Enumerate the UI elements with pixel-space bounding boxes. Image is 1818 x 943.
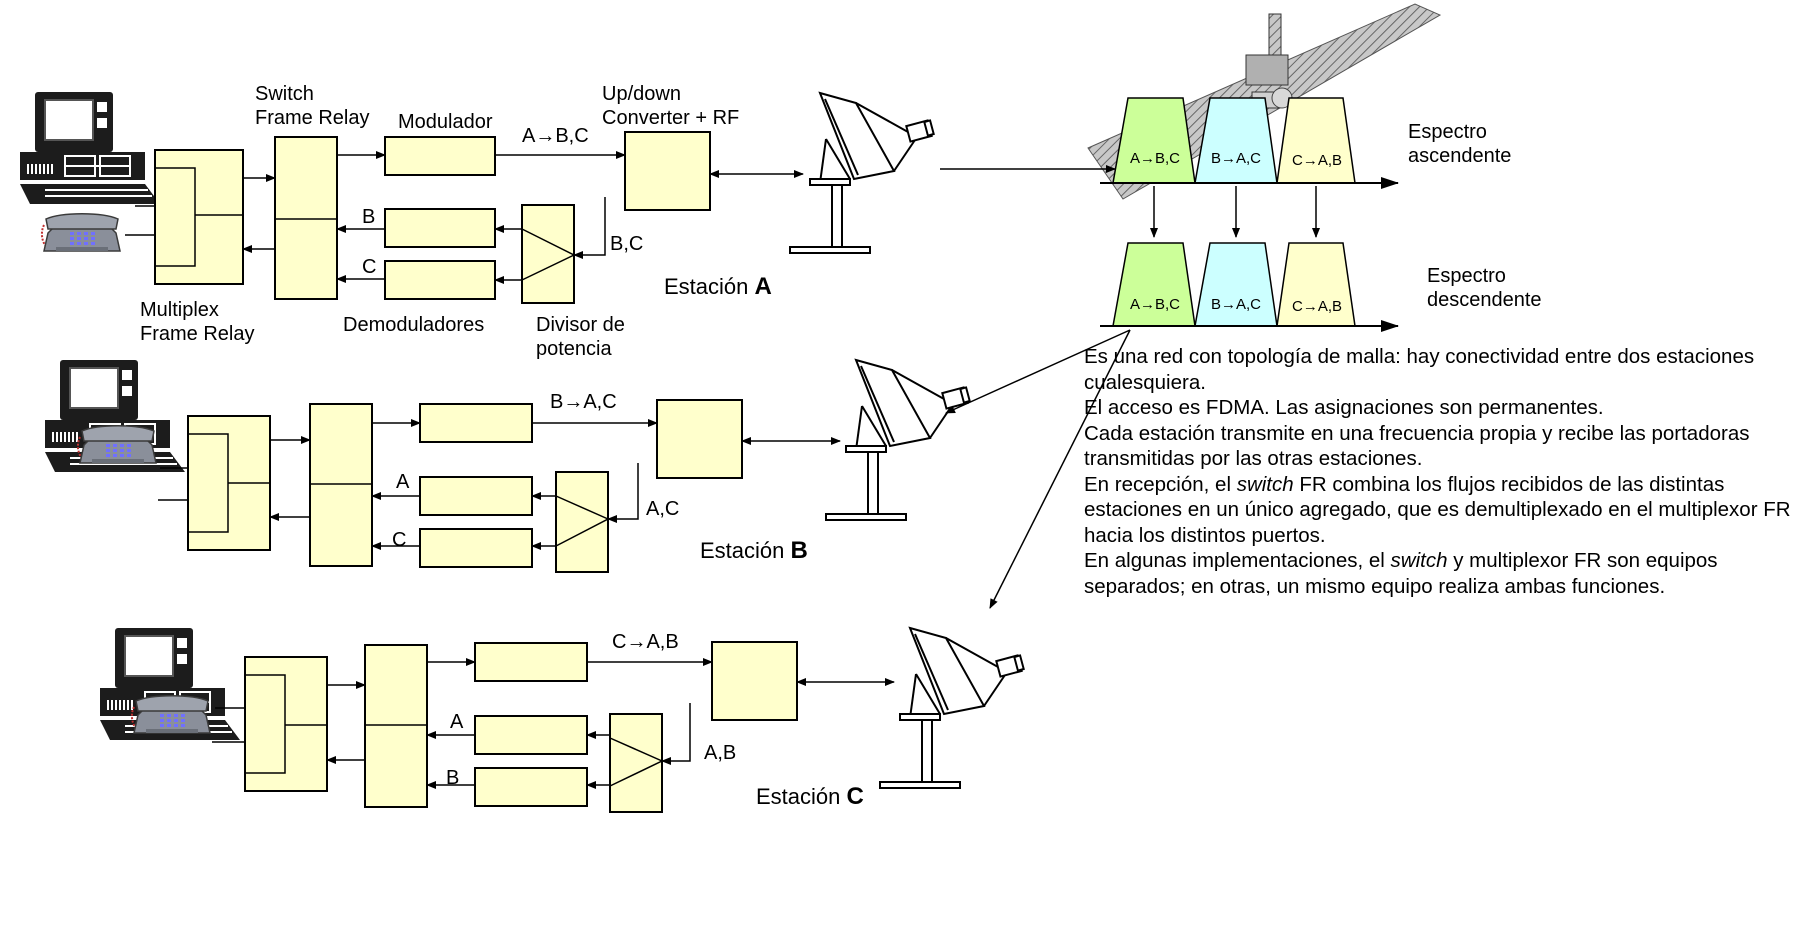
downlink-spectrum: [1100, 242, 1399, 332]
telephone-icon: [130, 694, 211, 734]
modulator-box: [419, 403, 533, 443]
station-c-label: Estación C: [756, 783, 864, 810]
demodulators-label: Demoduladores: [343, 314, 485, 336]
carrier-trapezoid: [1194, 242, 1278, 327]
carrier-label: A→B,C: [522, 125, 589, 147]
carrier-trapezoid: [1194, 97, 1278, 184]
carrier-trapezoid: [1112, 97, 1196, 184]
carrier-trapezoid: [1276, 97, 1356, 184]
rx-input-label: A,B: [704, 742, 737, 764]
explanation-text: Es una red con topología de malla: hay c…: [1084, 344, 1804, 599]
rx-label: B: [362, 206, 376, 228]
carrier-label: B→A,C: [1210, 150, 1261, 167]
satellite-dish-icon: [879, 627, 1025, 789]
multiplex-box: [244, 656, 328, 792]
note-paragraph: En algunas implementaciones, el switch y…: [1084, 549, 1718, 598]
rx-input-label: A,C: [646, 498, 680, 520]
rx-label: A: [396, 471, 410, 493]
modulator-label: Modulador: [398, 111, 493, 133]
demodulator-box: [384, 208, 496, 248]
carrier-label: B→A,C: [1210, 296, 1261, 313]
note-paragraph: En recepción, el switch FR combina los f…: [1084, 472, 1791, 547]
telephone-icon: [76, 424, 157, 464]
demodulator-box: [474, 715, 588, 755]
updown-converter-box: [711, 641, 798, 721]
uplink-spectrum: [1100, 97, 1399, 189]
demodulator-box: [419, 476, 533, 516]
satellite-dish-icon: [789, 92, 935, 254]
note-paragraph: Cada estación transmite en una frecuenci…: [1084, 421, 1750, 471]
station-b: [44, 359, 971, 573]
note-paragraph: El acceso es FDMA. Las asignaciones son …: [1084, 396, 1604, 419]
rx-label: C: [392, 529, 407, 551]
demodulator-box: [419, 528, 533, 568]
power-divider-box: [609, 713, 663, 813]
note-paragraph: Es una red con topología de malla: hay c…: [1084, 345, 1755, 394]
note-emphasis: switch: [1390, 549, 1448, 572]
switch-box: [274, 136, 338, 300]
modulator-box: [384, 136, 496, 176]
power-divider-box: [521, 204, 575, 304]
carrier-label: A→B,C: [1129, 150, 1180, 167]
computer-terminal-icon: [19, 91, 161, 205]
rx-label: B: [446, 767, 460, 789]
station-a: [19, 91, 935, 304]
power-divider-box: [555, 471, 609, 573]
multiplex-box: [154, 149, 244, 285]
carrier-trapezoid: [1112, 242, 1196, 327]
carrier-label: C→A,B: [612, 631, 679, 653]
demodulator-box: [384, 260, 496, 300]
telephone-icon: [40, 212, 122, 252]
carrier-label: B→A,C: [550, 391, 617, 413]
modulator-box: [474, 642, 588, 682]
satellite-dish-icon: [825, 359, 971, 521]
note-emphasis: switch: [1236, 472, 1294, 496]
rx-label: C: [362, 256, 377, 278]
carrier-label: C→A,B: [1291, 152, 1342, 169]
updown-converter-box: [624, 131, 711, 211]
carrier-label: C→A,B: [1291, 298, 1342, 315]
rx-input-label: B,C: [610, 233, 644, 255]
switch-box: [309, 403, 373, 567]
switch-box: [364, 644, 428, 808]
station-c: [99, 627, 1025, 813]
carrier-label: A→B,C: [1129, 296, 1180, 313]
station-a-label: Estación A: [664, 273, 772, 300]
demodulator-box: [474, 767, 588, 807]
rx-label: A: [450, 711, 464, 733]
updown-converter-box: [656, 399, 743, 479]
station-b-label: Estación B: [700, 537, 808, 564]
